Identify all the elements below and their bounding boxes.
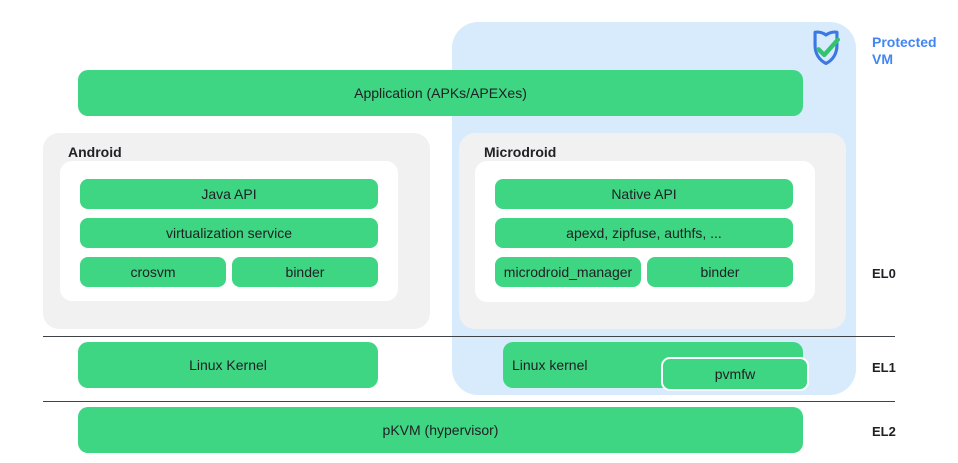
el1-label: EL1: [872, 360, 896, 375]
android-binder-bar: binder: [232, 257, 378, 287]
java-api-label: Java API: [201, 186, 257, 202]
microdroid-manager-label: microdroid_manager: [503, 264, 633, 280]
microdroid-manager-bar: microdroid_manager: [495, 257, 641, 287]
crosvm-bar: crosvm: [80, 257, 226, 287]
native-api-label: Native API: [611, 186, 677, 202]
application-label: Application (APKs/APEXes): [354, 85, 527, 101]
application-bar: Application (APKs/APEXes): [78, 70, 803, 116]
apexd-zipfuse-authfs-label: apexd, zipfuse, authfs, ...: [566, 225, 722, 241]
microdroid-box: Microdroid Native API apexd, zipfuse, au…: [459, 133, 846, 329]
android-title: Android: [68, 144, 122, 160]
pkvm-hypervisor-bar: pKVM (hypervisor): [78, 407, 803, 453]
el1-el2-divider: [43, 401, 895, 402]
linux-kernel-host-bar: Linux Kernel: [78, 342, 378, 388]
microdroid-inner-panel: Native API apexd, zipfuse, authfs, ... m…: [475, 161, 815, 302]
protected-vm-label: Protected VM: [872, 34, 937, 67]
microdroid-binder-label: binder: [700, 264, 740, 280]
shield-check-icon: [813, 30, 840, 65]
crosvm-label: crosvm: [130, 264, 176, 280]
java-api-bar: Java API: [80, 179, 378, 209]
native-api-bar: Native API: [495, 179, 793, 209]
el2-label: EL2: [872, 424, 896, 439]
pvmfw-label: pvmfw: [714, 366, 756, 382]
virtualization-service-bar: virtualization service: [80, 218, 378, 248]
linux-kernel-host-label: Linux Kernel: [189, 357, 267, 373]
virtualization-service-label: virtualization service: [165, 225, 293, 241]
android-binder-label: binder: [285, 264, 325, 280]
microdroid-binder-bar: binder: [647, 257, 793, 287]
pvmfw-bar: pvmfw: [661, 357, 809, 391]
apexd-zipfuse-authfs-bar: apexd, zipfuse, authfs, ...: [495, 218, 793, 248]
android-box: Android Java API virtualization service …: [43, 133, 430, 329]
microdroid-title: Microdroid: [484, 144, 557, 160]
pkvm-hypervisor-label: pKVM (hypervisor): [382, 422, 499, 438]
el0-el1-divider: [43, 336, 895, 337]
linux-kernel-guest-label: Linux kernel: [512, 357, 588, 373]
el0-label: EL0: [872, 266, 896, 281]
android-inner-panel: Java API virtualization service crosvm b…: [60, 161, 398, 301]
